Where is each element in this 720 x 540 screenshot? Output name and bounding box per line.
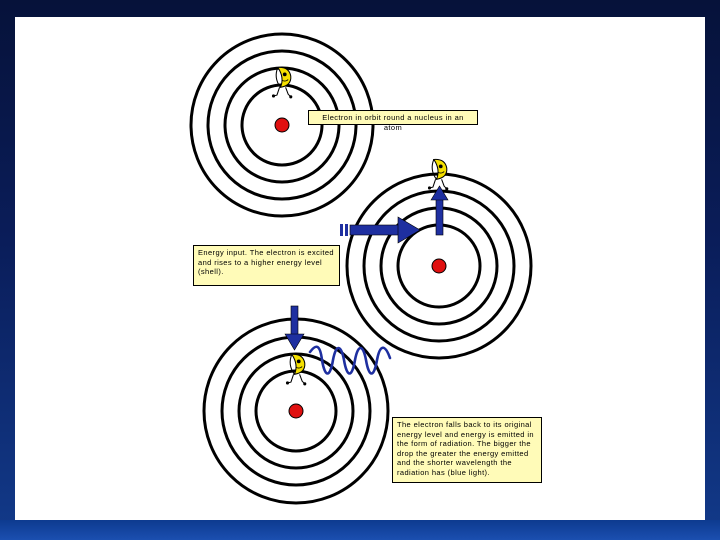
atom-1 — [189, 32, 375, 218]
atom-3 — [202, 305, 390, 505]
nucleus — [274, 117, 290, 133]
electron-character-icon — [285, 353, 307, 386]
bottom-bar — [0, 520, 720, 540]
energy-arrow-icon — [290, 305, 299, 337]
nucleus — [288, 403, 304, 419]
wave-icon — [308, 345, 392, 375]
orbit-shell — [189, 32, 375, 218]
orbit-shell — [206, 49, 358, 201]
nucleus — [431, 258, 447, 274]
orbit-shell — [237, 352, 355, 470]
energy-input-arrow — [340, 216, 421, 244]
atom-2 — [345, 158, 533, 360]
electron-character-icon — [271, 66, 293, 99]
energy-arrow-head — [430, 185, 449, 201]
caption-emit: The electron falls back to its original … — [392, 417, 542, 483]
caption-orbit: Electron in orbit round a nucleus in an … — [308, 110, 478, 132]
slide-background — [15, 17, 705, 520]
caption-excite: Energy input. The electron is excited an… — [193, 245, 340, 286]
energy-arrow-icon — [435, 198, 444, 236]
energy-arrow-head — [284, 333, 305, 351]
